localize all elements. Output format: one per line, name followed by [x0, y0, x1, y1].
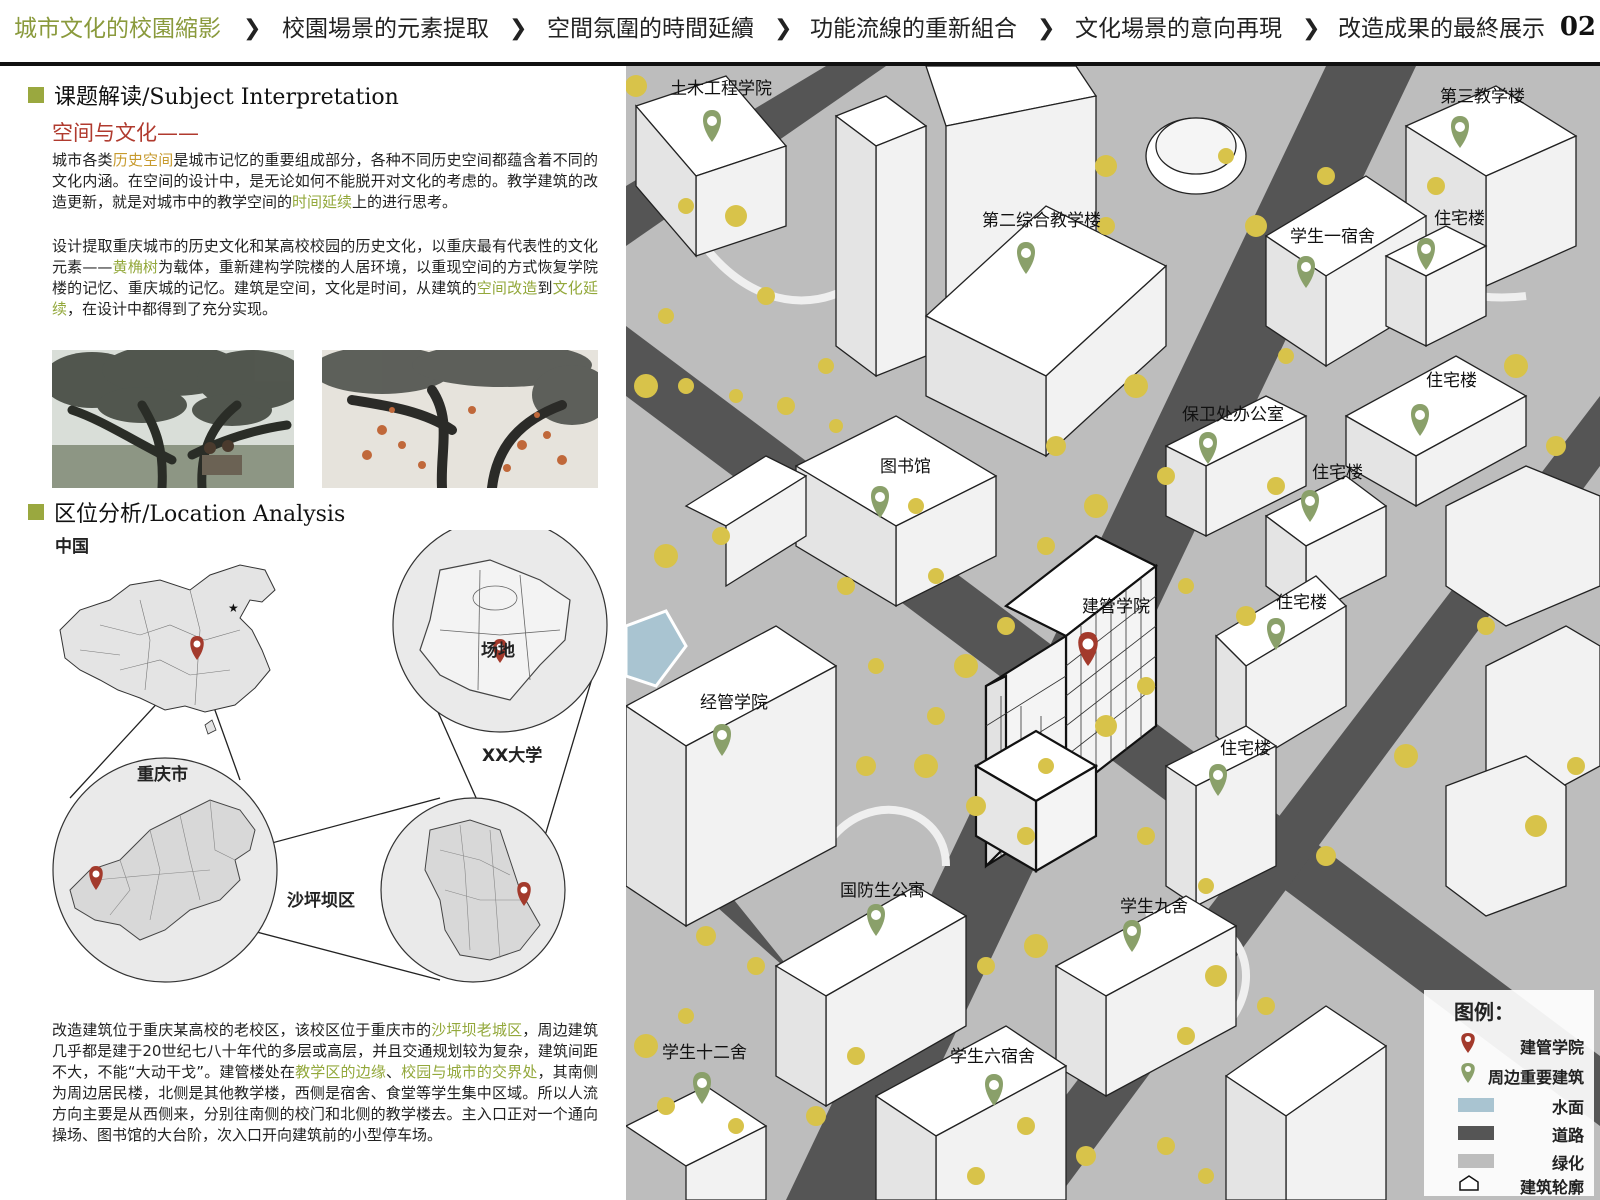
- bullet-square-icon: [28, 87, 44, 103]
- map-label: 学生九舍: [1120, 897, 1188, 917]
- legend-item: 道路: [1551, 1126, 1584, 1145]
- page-number: 02: [1559, 12, 1596, 42]
- header-rule: [0, 62, 1600, 66]
- target-building: [973, 534, 1159, 873]
- label-china: 中国: [55, 537, 89, 557]
- map-label: 保卫处办公室: [1182, 405, 1284, 425]
- legend-green-swatch: [1458, 1154, 1494, 1168]
- svg-text:★: ★: [228, 601, 239, 615]
- site-pin-icon: [190, 636, 204, 660]
- chevron-right-icon: ❯: [509, 16, 528, 41]
- chevron-right-icon: ❯: [1302, 16, 1321, 41]
- subject-paragraph-2: 设计提取重庆城市的历史文化和某高校校园的历史文化，以重庆最有代表性的文化元素——…: [52, 237, 598, 318]
- chevron-right-icon: ❯: [243, 16, 262, 41]
- subject-heading-text: 课题解读/Subject Interpretation: [54, 85, 399, 110]
- map-label: 住宅楼: [1220, 739, 1271, 759]
- campus-axonometric-map: 土木工程学院 第三教学楼 第二综合教学楼 学生一宿舍 住宅楼 住宅楼 保卫处办公…: [626, 66, 1600, 1200]
- nav-item-2[interactable]: 校園場景的元素提取: [282, 16, 489, 42]
- nav-item-6[interactable]: 改造成果的最終展示: [1338, 16, 1545, 42]
- label-district: 沙坪坝区: [287, 891, 355, 911]
- nav-item-4[interactable]: 功能流線的重新組合: [810, 16, 1017, 42]
- chevron-right-icon: ❯: [1037, 16, 1056, 41]
- legend-item: 水面: [1551, 1098, 1584, 1117]
- legend-item: 建管学院: [1519, 1038, 1584, 1057]
- location-heading-text: 区位分析/Location Analysis: [54, 502, 346, 527]
- map-label: 学生六宿舍: [950, 1047, 1035, 1067]
- legend-green-pin-icon: [1461, 1063, 1475, 1083]
- map-label: 经管学院: [700, 693, 768, 713]
- legend-item: 周边重要建筑: [1487, 1068, 1584, 1087]
- map-label: 图书馆: [880, 457, 931, 477]
- label-university: XX大学: [482, 746, 543, 766]
- label-site: 场地: [481, 641, 515, 661]
- nav-item-3[interactable]: 空間氛圍的時間延續: [547, 16, 754, 42]
- label-chongqing: 重庆市: [137, 765, 188, 785]
- subject-paragraph-1: 城市各类历史空间是城市记忆的重要组成部分，各种不同历史空间都蕴含着不同的文化内涵…: [52, 151, 598, 211]
- map-label: 学生十二舍: [662, 1043, 747, 1063]
- subject-heading: 课题解读/Subject Interpretation: [28, 80, 399, 110]
- target-pin-icon: [1078, 632, 1098, 666]
- trees: [626, 75, 1585, 1185]
- map-label: 国防生公寓: [840, 881, 925, 901]
- legend-water-swatch: [1458, 1098, 1494, 1112]
- legend-red-pin-icon: [1461, 1033, 1475, 1053]
- nav-item-1[interactable]: 城市文化的校園縮影: [14, 16, 221, 42]
- subject-subheading: 空间与文化——: [52, 121, 199, 145]
- map-label: 住宅楼: [1312, 463, 1363, 483]
- nav-item-5[interactable]: 文化場景的意向再現: [1075, 16, 1282, 42]
- legend-item: 建筑轮廓: [1519, 1178, 1584, 1197]
- location-diagram: ★: [0, 517, 610, 1010]
- top-navigation: 城市文化的校園縮影 ❯ 校園場景的元素提取 ❯ 空間氛圍的時間延續 ❯ 功能流線…: [0, 0, 1600, 66]
- banyan-tree-photo: [52, 350, 294, 488]
- map-label: 学生一宿舍: [1290, 227, 1375, 247]
- map-label: 住宅楼: [1434, 209, 1485, 229]
- map-label: 建管学院: [1082, 597, 1150, 617]
- map-label: 第二综合教学楼: [982, 211, 1101, 231]
- building-outline-icon: [1459, 1175, 1479, 1191]
- building-pins: [693, 110, 1469, 1106]
- map-label: 土木工程学院: [670, 79, 772, 99]
- bullet-square-icon: [28, 504, 44, 520]
- legend-item: 绿化: [1551, 1154, 1584, 1173]
- legend-road-swatch: [1458, 1126, 1494, 1140]
- map-label: 住宅楼: [1426, 371, 1477, 391]
- location-paragraph: 改造建筑位于重庆某高校的老校区，该校区位于重庆市的沙坪坝老城区，周边建筑几乎都是…: [52, 1021, 598, 1144]
- map-label: 住宅楼: [1276, 593, 1327, 613]
- map-label: 第三教学楼: [1440, 87, 1525, 107]
- map-legend: 图例： 建管学院 周边重要建筑 水面 道路 绿化 建筑轮廓: [1424, 990, 1594, 1197]
- location-heading: 区位分析/Location Analysis: [28, 497, 345, 527]
- legend-title: 图例：: [1454, 1000, 1514, 1024]
- chevron-right-icon: ❯: [774, 16, 793, 41]
- china-map: [59, 564, 276, 713]
- ink-painting-photo: [322, 350, 598, 488]
